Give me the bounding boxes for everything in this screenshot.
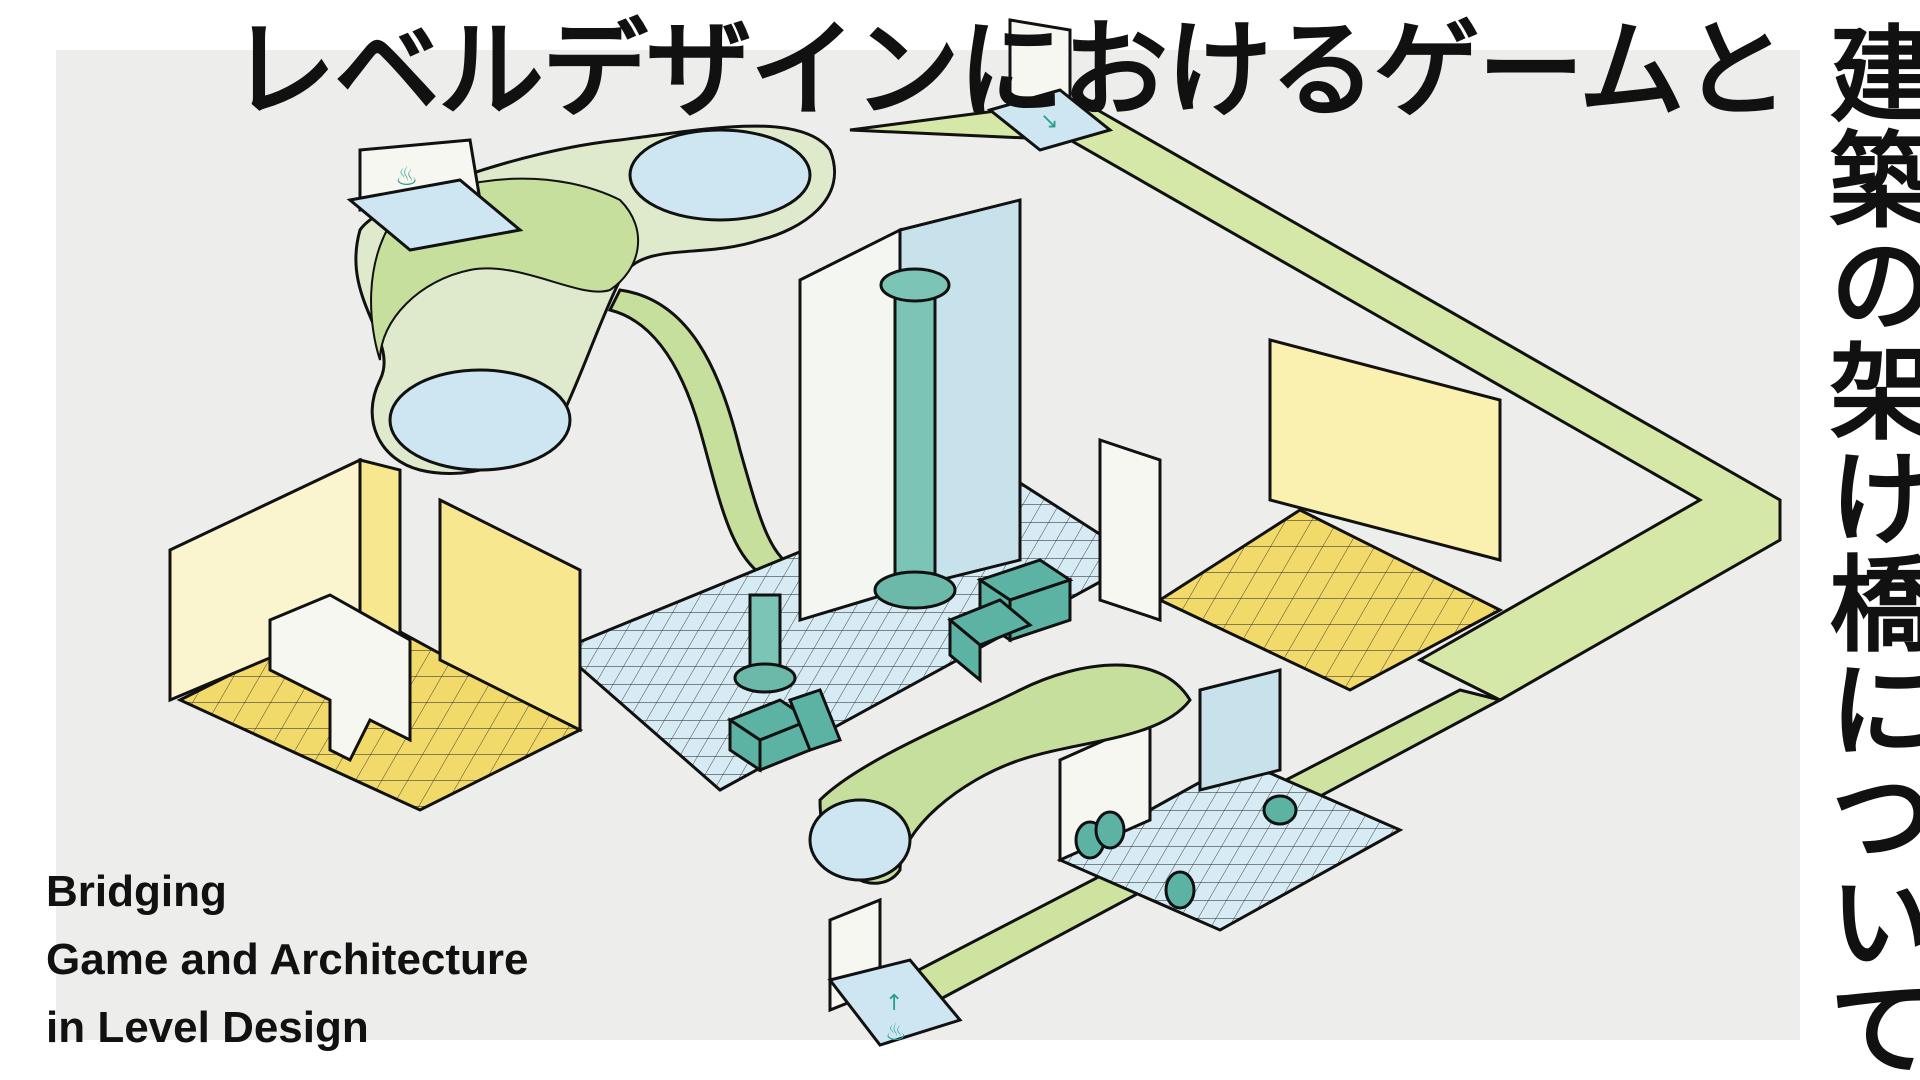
english-subtitle: Bridging Game and Architecture in Level …: [46, 858, 529, 1062]
spawn-pad-bottom: ↑ ♨: [827, 897, 963, 1047]
lower-blue-floor: [1056, 758, 1404, 932]
inner-block: [268, 593, 412, 763]
right-room-wall-back: [1268, 338, 1502, 562]
lower-water: [808, 798, 912, 882]
lower-room-wall-blue: [1198, 668, 1282, 792]
subtitle-line-1: Bridging: [46, 867, 227, 916]
crate-group-right: [947, 558, 1074, 684]
subtitle-line-3: in Level Design: [46, 1003, 369, 1052]
right-room-floor: [1156, 508, 1504, 692]
title-vertical: 建築の架け橋について: [1811, 20, 1920, 1080]
fire-icon: ♨: [395, 162, 418, 192]
water-pool-top: [628, 128, 812, 222]
arrow-icon: ↘: [1040, 109, 1058, 134]
barrel: [1094, 810, 1126, 850]
title-horizontal: レベルデザインにおけるゲームと: [230, 9, 1789, 132]
barrel: [1164, 870, 1196, 910]
crate-group-left: [726, 688, 842, 773]
right-room-wall-left: [1098, 437, 1162, 623]
yellow-room-wall-right: [358, 458, 402, 643]
barrel: [1262, 794, 1298, 826]
subtitle-line-2: Game and Architecture: [46, 935, 529, 984]
yellow-room-wall-side: [438, 497, 582, 733]
green-slope: [607, 288, 805, 582]
fire-icon: ♨: [885, 1018, 907, 1046]
spawn-pad-top-left: ♨: [346, 138, 524, 252]
broken-column-base: [733, 662, 797, 694]
column-base: [873, 570, 957, 610]
lower-rock-path: [818, 663, 1192, 885]
spawn-pad-top-right: ↘: [986, 18, 1114, 152]
arrow-icon: ↑: [885, 991, 903, 1016]
broken-column: [748, 593, 782, 677]
water-pool: [388, 368, 572, 472]
central-column: [893, 288, 937, 592]
column-capital: [879, 267, 951, 303]
